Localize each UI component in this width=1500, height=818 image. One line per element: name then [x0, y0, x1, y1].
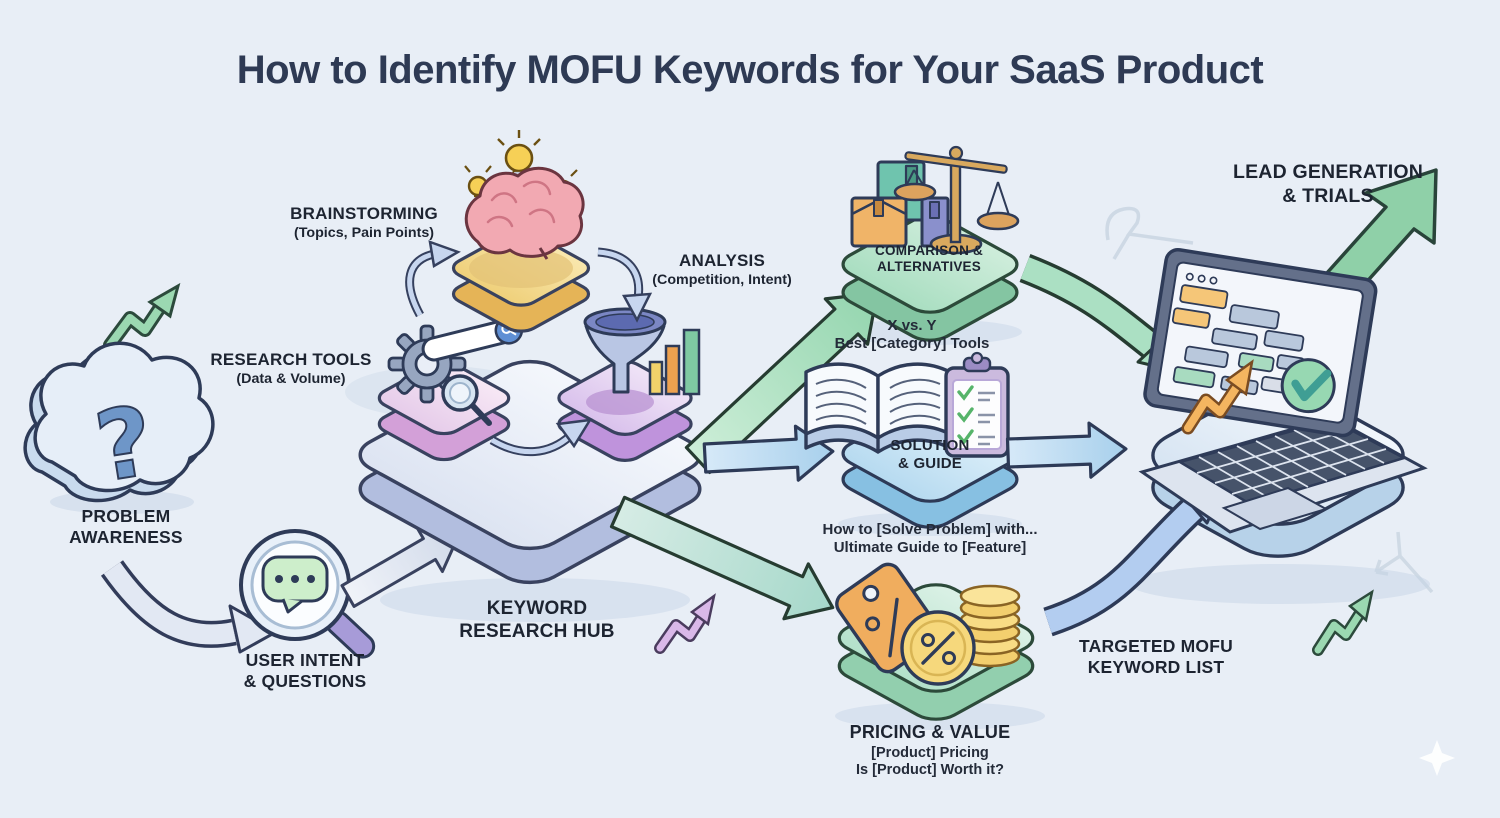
gear-search-icon	[387, 316, 524, 426]
scale-icon	[893, 145, 1020, 255]
trend-arrow-orange-icon	[1181, 359, 1254, 435]
solution-examples: How to [Solve Problem] with... Ultimate …	[822, 521, 1038, 556]
lead-generation-label: LEAD GENERATION & TRIALS	[1232, 161, 1424, 207]
arrow-solution-to-laptop	[1005, 421, 1128, 479]
arrow-problem-to-intent	[100, 560, 278, 654]
user-intent-label: USER INTENT & QUESTIONS	[243, 650, 367, 692]
svg-text:?: ?	[88, 385, 161, 504]
growth-arrow-icon	[103, 282, 181, 352]
laptop-icon	[1138, 247, 1428, 534]
arrow-brainstorming-to-analysis	[597, 247, 653, 323]
browser-screen	[1143, 247, 1378, 438]
percent-coin-icon	[900, 610, 976, 686]
sparkle-decor	[1419, 740, 1455, 776]
arrow-hub-to-pricing	[609, 495, 835, 621]
pricing-examples: [Product] Pricing Is [Product] Worth it?	[856, 745, 1004, 779]
coin-stack-icon	[959, 584, 1021, 668]
page-title: How to Identify MOFU Keywords for Your S…	[236, 48, 1264, 92]
ghost-hanger-decor	[1105, 206, 1194, 260]
brain-bulbs-icon	[464, 130, 585, 260]
ghost-arrow-decor	[1374, 531, 1434, 594]
bar-chart-icon	[648, 328, 701, 396]
analysis-platform	[551, 358, 698, 465]
pricing-label: PRICING & VALUE	[849, 722, 1011, 742]
checklist-icon	[944, 351, 1010, 458]
arrow-intent-to-hub	[340, 524, 463, 608]
comparison-label: COMPARISON & ALTERNATIVES	[875, 243, 983, 274]
arrow-research-to-brainstorming	[405, 240, 461, 318]
analysis-label: ANALYSIS (Competition, Intent)	[652, 251, 792, 288]
problem-awareness-label: PROBLEM AWARENESS	[69, 506, 183, 548]
targeted-list-label: TARGETED MOFU KEYWORD LIST	[1079, 636, 1233, 678]
solution-label: SOLUTION & GUIDE	[890, 437, 970, 472]
brainstorming-label: BRAINSTORMING (Topics, Pain Points)	[290, 204, 438, 241]
trend-arrow-green-small-icon	[1312, 589, 1374, 656]
check-circle-icon	[1280, 358, 1336, 414]
boxes-icon	[850, 160, 950, 248]
keyword-hub-label: KEYWORD RESEARCH HUB	[459, 598, 615, 643]
arrow-hub-to-solution	[702, 424, 835, 482]
question-cloud-icon: ?	[23, 341, 215, 505]
book-icon	[804, 362, 952, 454]
magnifier-chat-icon	[239, 529, 376, 659]
comparison-examples: X vs. Y Best [Category] Tools	[834, 317, 990, 352]
trend-arrow-purple-icon	[654, 593, 716, 654]
arrow-hub-internal	[489, 418, 593, 457]
funnel-icon	[583, 307, 667, 394]
research-tools-label: RESEARCH TOOLS (Data & Volume)	[210, 350, 372, 387]
